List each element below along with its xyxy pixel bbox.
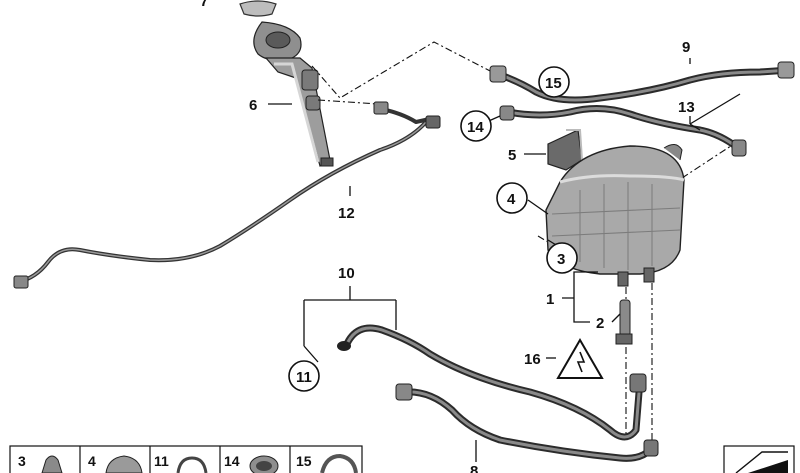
- warning-label-part-16[interactable]: [556, 338, 604, 379]
- callout-7: 7: [200, 0, 208, 10]
- circled-callout-3: 3: [546, 242, 578, 274]
- svg-text:15: 15: [296, 453, 312, 469]
- callout-labels: 7 6 12 9 13 5 1 2 16 10 8: [200, 0, 695, 473]
- callout-2: 2: [596, 315, 604, 332]
- corner-symbol: [723, 445, 795, 473]
- legend-cell-11[interactable]: 11: [154, 453, 208, 473]
- svg-text:3: 3: [18, 453, 26, 469]
- callout-13: 13: [678, 99, 695, 116]
- level-sensor-part-2[interactable]: [615, 299, 633, 345]
- hose-part-8[interactable]: [395, 383, 659, 462]
- circled-callout-11: 11: [288, 360, 320, 392]
- hose-part-11[interactable]: [337, 324, 647, 441]
- legend-cell-15[interactable]: 15: [296, 453, 358, 473]
- small-parts-legend: 3 4 11 14 15: [9, 445, 363, 473]
- callout-6: 6: [249, 97, 257, 114]
- svg-text:14: 14: [467, 119, 484, 136]
- legend-cell-4[interactable]: 4: [88, 453, 143, 473]
- circled-callout-15: 15: [538, 66, 570, 98]
- svg-text:4: 4: [507, 191, 516, 208]
- circled-callout-14: 14: [460, 110, 492, 142]
- hose-part-12[interactable]: [13, 101, 441, 289]
- hose-part-15[interactable]: [489, 61, 795, 104]
- callout-5: 5: [508, 147, 516, 164]
- legend-cell-3[interactable]: 3: [18, 453, 63, 473]
- callout-1: 1: [546, 291, 554, 308]
- svg-text:14: 14: [224, 453, 240, 469]
- legend-cell-14[interactable]: 14: [224, 453, 279, 473]
- svg-text:15: 15: [545, 75, 562, 92]
- callout-9: 9: [682, 39, 690, 56]
- svg-text:3: 3: [557, 251, 565, 268]
- svg-text:4: 4: [88, 453, 96, 469]
- svg-text:11: 11: [154, 453, 169, 469]
- callout-8: 8: [470, 463, 478, 473]
- assembly-dash-lines: [311, 41, 741, 440]
- hose-part-14[interactable]: [499, 105, 747, 157]
- circled-callout-4: 4: [496, 182, 528, 214]
- svg-text:11: 11: [296, 369, 312, 386]
- callout-16: 16: [524, 351, 541, 368]
- callout-10: 10: [338, 265, 355, 282]
- filler-neck-part-6[interactable]: [239, 0, 334, 167]
- callout-12: 12: [338, 205, 355, 222]
